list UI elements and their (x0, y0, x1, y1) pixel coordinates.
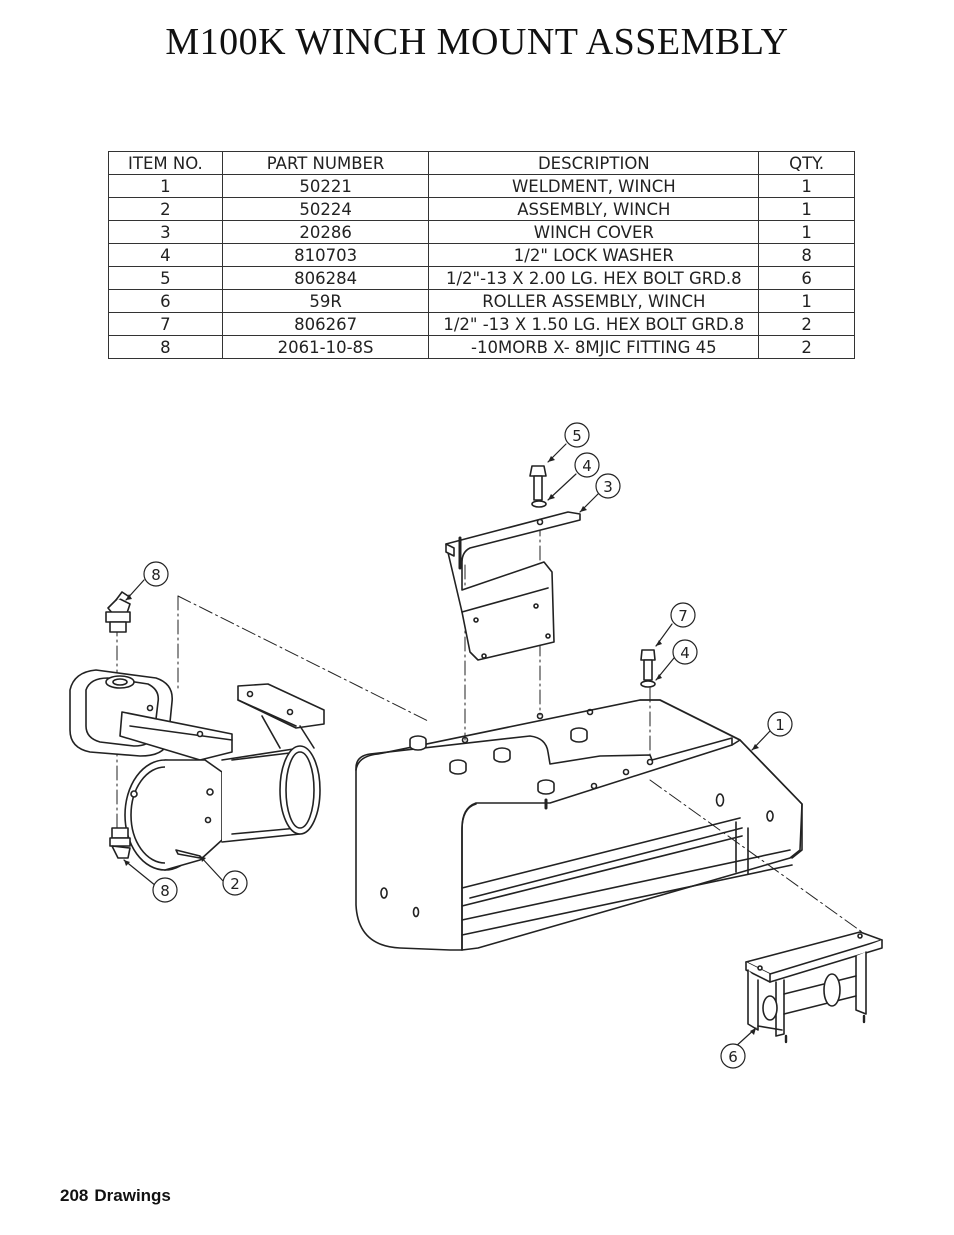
leader-arrowheads (124, 456, 759, 1035)
part-number-cell: 59R (221, 289, 430, 313)
header-item-no: ITEM NO. (108, 151, 223, 175)
svg-text:1: 1 (775, 716, 785, 734)
balloon-item-8-upper: 8 (143, 561, 169, 587)
item-no-cell: 1 (108, 174, 223, 198)
svg-text:8: 8 (151, 566, 161, 584)
description-cell: 1/2"-13 X 2.00 LG. HEX BOLT GRD.8 (428, 266, 760, 290)
lock-washer-part-lower (640, 680, 656, 688)
svg-text:2: 2 (230, 875, 240, 893)
part-number-cell: 806267 (221, 312, 430, 336)
table-row: 2 50224 ASSEMBLY, WINCH 1 (108, 197, 855, 221)
part-number-cell: 2061-10-8S (221, 335, 430, 359)
hex-bolt-part-upper (529, 465, 547, 501)
balloon-item-2: 2 (222, 870, 248, 896)
qty-cell: 2 (758, 335, 855, 359)
roller-assembly-part (745, 931, 883, 1044)
header-description: DESCRIPTION (428, 151, 760, 175)
part-number-cell: 810703 (221, 243, 430, 267)
fitting-part-lower (109, 827, 131, 859)
table-row: 7 806267 1/2" -13 X 1.50 LG. HEX BOLT GR… (108, 312, 855, 336)
balloon-item-5: 5 (564, 422, 590, 448)
balloon-item-3: 3 (595, 473, 621, 499)
qty-cell: 6 (758, 266, 855, 290)
svg-text:4: 4 (582, 457, 592, 475)
description-cell: 1/2" -13 X 1.50 LG. HEX BOLT GRD.8 (428, 312, 760, 336)
svg-text:4: 4 (680, 644, 690, 662)
table-row: 8 2061-10-8S -10MORB X- 8MJIC FITTING 45… (108, 335, 855, 359)
page-title: M100K WINCH MOUNT ASSEMBLY (165, 21, 789, 63)
table-row: 1 50221 WELDMENT, WINCH 1 (108, 174, 855, 198)
bill-of-materials-table: ITEM NO. PART NUMBER DESCRIPTION QTY. 1 … (108, 151, 855, 359)
table-row: 4 810703 1/2" LOCK WASHER 8 (108, 243, 855, 267)
part-number-cell: 20286 (221, 220, 430, 244)
svg-text:5: 5 (572, 427, 582, 445)
svg-text:6: 6 (728, 1048, 738, 1066)
qty-cell: 1 (758, 289, 855, 313)
description-cell: WINCH COVER (428, 220, 760, 244)
qty-cell: 1 (758, 220, 855, 244)
hex-bolt-part-lower (640, 649, 656, 681)
item-no-cell: 5 (108, 266, 223, 290)
fitting-part-upper (105, 591, 131, 633)
table-header-row: ITEM NO. PART NUMBER DESCRIPTION QTY. (108, 151, 855, 175)
description-cell: WELDMENT, WINCH (428, 174, 760, 198)
svg-text:8: 8 (160, 882, 170, 900)
balloon-item-4-upper: 4 (574, 452, 600, 478)
table-row: 3 20286 WINCH COVER 1 (108, 220, 855, 244)
page-footer: 208 Drawings (60, 1186, 177, 1206)
balloon-item-6: 6 (720, 1043, 746, 1069)
winch-cover-part (445, 511, 581, 661)
item-no-cell: 3 (108, 220, 223, 244)
balloon-item-4-lower: 4 (672, 639, 698, 665)
svg-text:7: 7 (678, 607, 688, 625)
winch-assembly-part (69, 669, 325, 871)
item-no-cell: 8 (108, 335, 223, 359)
qty-cell: 1 (758, 174, 855, 198)
header-part-number: PART NUMBER (221, 151, 430, 175)
description-cell: 1/2" LOCK WASHER (428, 243, 760, 267)
description-cell: -10MORB X- 8MJIC FITTING 45 (428, 335, 760, 359)
balloon-item-7: 7 (670, 602, 696, 628)
svg-text:3: 3 (603, 478, 613, 496)
page-number: 208 (60, 1186, 89, 1205)
weldment-winch-part (355, 699, 803, 951)
lock-washer-part-upper (531, 500, 547, 508)
balloon-item-8-lower: 8 (152, 877, 178, 903)
part-number-cell: 806284 (221, 266, 430, 290)
table-row: 5 806284 1/2"-13 X 2.00 LG. HEX BOLT GRD… (108, 266, 855, 290)
qty-cell: 1 (758, 197, 855, 221)
item-balloons: 5 4 3 8 7 4 1 8 (143, 422, 793, 1069)
qty-cell: 2 (758, 312, 855, 336)
section-label: Drawings (94, 1186, 171, 1205)
table-row: 6 59R ROLLER ASSEMBLY, WINCH 1 (108, 289, 855, 313)
balloon-item-1: 1 (767, 711, 793, 737)
